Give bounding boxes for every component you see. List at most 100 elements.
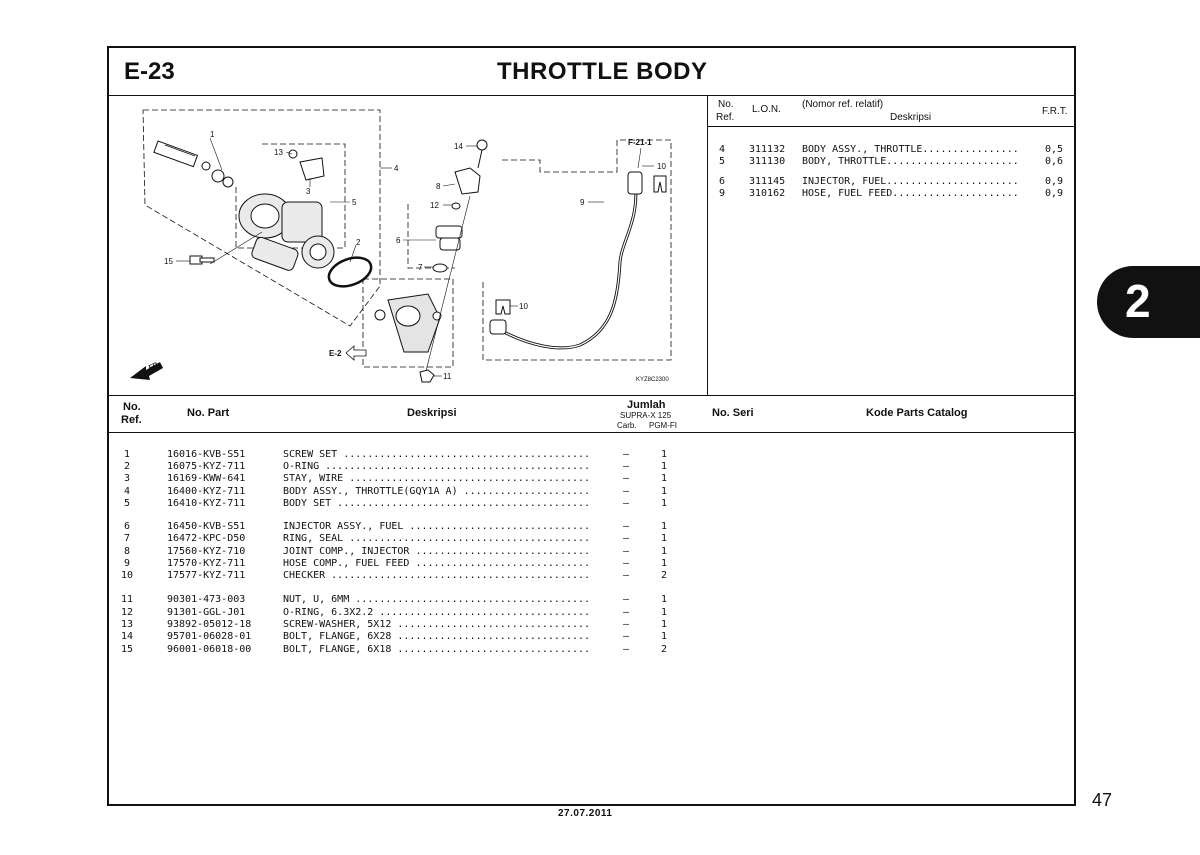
part-qty-pgmfi: 1 — [661, 486, 668, 497]
parts-row: 10 17577-KYZ-711 CHECKER ...............… — [120, 570, 680, 582]
part-desc: HOSE COMP., FUEL FEED ..................… — [283, 558, 591, 569]
part-qty-carb: – — [623, 631, 630, 642]
part-qty-pgmfi: 1 — [661, 631, 668, 642]
parts-row: 6 16450-KVB-S51 INJECTOR ASSY., FUEL ...… — [120, 521, 680, 533]
part-qty-pgmfi: 2 — [661, 570, 668, 581]
parts-head-deskripsi: Deskripsi — [407, 407, 457, 419]
part-ref: 3 — [124, 473, 131, 484]
part-qty-pgmfi: 1 — [661, 619, 668, 630]
parts-head-ref: Ref. — [121, 414, 142, 426]
part-ref: 1 — [124, 449, 131, 460]
part-qty-pgmfi: 1 — [661, 473, 668, 484]
part-desc: INJECTOR ASSY., FUEL ...................… — [283, 521, 591, 532]
part-ref: 13 — [121, 619, 134, 630]
part-number: 93892-05012-18 — [167, 619, 252, 630]
frt-lon: 311132 — [749, 144, 786, 155]
frt-lon: 310162 — [749, 188, 786, 199]
part-number: 91301-GGL-J01 — [167, 607, 246, 618]
part-ref: 14 — [121, 631, 134, 642]
frt-no: 9 — [719, 188, 726, 199]
callout-7: 7 — [418, 263, 423, 272]
divider-header — [108, 95, 1075, 96]
part-desc: BOLT, FLANGE, 6X18 .....................… — [283, 644, 591, 655]
part-ref: 12 — [121, 607, 134, 618]
parts-head-noseri: No. Seri — [712, 407, 754, 419]
part-desc: CHECKER ................................… — [283, 570, 591, 581]
part-qty-carb: – — [623, 619, 630, 630]
parts-head-jumlah: Jumlah — [627, 399, 666, 411]
part-desc: BODY SET ...............................… — [283, 498, 591, 509]
parts-head-kode: Kode Parts Catalog — [866, 407, 968, 419]
parts-head-model: SUPRA-X 125 — [620, 411, 672, 420]
part-qty-carb: – — [623, 533, 630, 544]
part-number: 16169-KWW-641 — [167, 473, 246, 484]
part-ref: 4 — [124, 486, 131, 497]
chapter-tab-number: 2 — [1125, 275, 1151, 327]
parts-head-no: No. — [123, 401, 141, 413]
parts-row: 1 16016-KVB-S51 SCREW SET ..............… — [120, 449, 680, 461]
part-qty-pgmfi: 1 — [661, 461, 668, 472]
part-desc: O-RING .................................… — [283, 461, 591, 472]
part-desc: SCREW SET ..............................… — [283, 449, 591, 460]
frt-desc: BODY ASSY., THROTTLE................ — [802, 144, 1019, 155]
part-ref: 7 — [124, 533, 131, 544]
frt-col-lon: L.O.N. — [752, 104, 781, 115]
part-number: 17577-KYZ-711 — [167, 570, 246, 581]
part-desc: BODY ASSY., THROTTLE(GQY1A A) ..........… — [283, 486, 591, 497]
part-ref: 6 — [124, 521, 131, 532]
frt-col-ref: Ref. — [716, 112, 735, 123]
parts-row: 2 16075-KYZ-711 O-RING .................… — [120, 461, 680, 473]
callout-4: 4 — [394, 164, 399, 173]
parts-row: 14 95701-06028-01 BOLT, FLANGE, 6X28 ...… — [120, 631, 680, 643]
part-qty-carb: – — [623, 558, 630, 569]
part-desc: SCREW-WASHER, 5X12 .....................… — [283, 619, 591, 630]
parts-head-nopart: No. Part — [187, 407, 230, 419]
part-qty-carb: – — [623, 521, 630, 532]
part-qty-pgmfi: 1 — [661, 594, 668, 605]
part-number: 16400-KYZ-711 — [167, 486, 246, 497]
part-qty-pgmfi: 1 — [661, 607, 668, 618]
frt-value: 0,5 — [1045, 144, 1064, 155]
callout-3: 3 — [306, 187, 311, 196]
frt-col-nomor: (Nomor ref. relatif) — [802, 99, 884, 110]
page-title: THROTTLE BODY — [497, 58, 708, 85]
part-desc: JOINT COMP., INJECTOR ..................… — [283, 546, 591, 557]
parts-row: 8 17560-KYZ-710 JOINT COMP., INJECTOR ..… — [120, 546, 680, 558]
part-qty-carb: – — [623, 473, 630, 484]
parts-row: 12 91301-GGL-J01 O-RING, 6.3X2.2 .......… — [120, 607, 680, 619]
divider-diagram — [707, 95, 708, 395]
exploded-diagram: 1 2 3 4 5 6 7 8 9 10 10 11 12 13 14 15 F… — [130, 109, 672, 383]
callout-12: 12 — [430, 201, 439, 210]
fr-label: FR. — [148, 361, 161, 372]
frt-col-deskripsi: Deskripsi — [890, 112, 932, 123]
callout-2: 2 — [356, 238, 361, 247]
part-ref: 5 — [124, 498, 131, 509]
parts-row: 13 93892-05012-18 SCREW-WASHER, 5X12 ...… — [120, 619, 680, 631]
frt-value: 0,9 — [1045, 188, 1064, 199]
section-code: E-23 — [124, 58, 175, 85]
part-desc: NUT, U, 6MM ............................… — [283, 594, 591, 605]
callout-10b: 10 — [519, 302, 528, 311]
part-qty-pgmfi: 1 — [661, 546, 668, 557]
part-qty-carb: – — [623, 594, 630, 605]
callout-13: 13 — [274, 148, 283, 157]
frt-col-frt: F.R.T. — [1042, 106, 1068, 117]
part-qty-pgmfi: 1 — [661, 498, 668, 509]
part-number: 16472-KPC-D50 — [167, 533, 246, 544]
part-number: 90301-473-003 — [167, 594, 246, 605]
part-ref: 10 — [121, 570, 134, 581]
parts-row: 7 16472-KPC-D50 RING, SEAL .............… — [120, 533, 680, 545]
part-qty-carb: – — [623, 486, 630, 497]
callout-14: 14 — [454, 142, 463, 151]
divider-frt-head — [707, 126, 1075, 127]
frt-no: 4 — [719, 144, 726, 155]
callout-6: 6 — [396, 236, 401, 245]
parts-row: 9 17570-KYZ-711 HOSE COMP., FUEL FEED ..… — [120, 558, 680, 570]
divider-parts-head — [108, 432, 1075, 433]
callout-8: 8 — [436, 182, 441, 191]
page-number: 47 — [1092, 790, 1113, 810]
callout-9: 9 — [580, 198, 585, 207]
ref-f21: F-21-1 — [628, 138, 652, 147]
print-date: 27.07.2011 — [558, 808, 613, 819]
frt-desc: BODY, THROTTLE...................... — [802, 156, 1019, 167]
